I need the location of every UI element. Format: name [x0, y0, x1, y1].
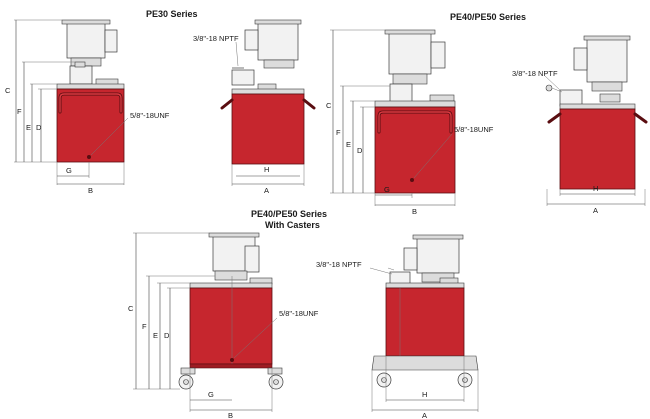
- casters-front-view: PE40/PE50 Series With Casters 5/8"-18UNF…: [128, 209, 327, 419]
- dim-h-pe30: H: [264, 165, 269, 174]
- pe30-front-view: PE30 Series 5/8"-18UNF G B C F: [5, 9, 198, 195]
- title-pe30: PE30 Series: [146, 9, 198, 19]
- reservoir-tank: [559, 108, 636, 190]
- dim-h-casters: H: [422, 390, 427, 399]
- valve-knob: [74, 61, 86, 68]
- valve-block: [69, 65, 93, 85]
- pe40-side-view: 3/8"-18 NPTF H A: [512, 35, 648, 215]
- dim-c-pe30: C: [5, 86, 11, 95]
- top-plate: [56, 83, 125, 90]
- junction-box: [104, 29, 118, 53]
- top-plate: [559, 103, 636, 110]
- dim-a-pe40: A: [593, 206, 598, 215]
- motor: [586, 37, 628, 83]
- dim-g-pe40: G: [384, 185, 390, 194]
- dim-f-casters: F: [142, 322, 147, 331]
- motor: [66, 21, 106, 59]
- valve-manifold: [559, 89, 583, 107]
- caster-cart: [371, 355, 479, 371]
- junction-box: [244, 245, 260, 273]
- dim-g-pe30: G: [66, 166, 72, 175]
- motor: [388, 31, 432, 75]
- dim-f-pe30: F: [17, 107, 22, 116]
- dim-b-casters: B: [228, 411, 233, 419]
- title-pe40-50: PE40/PE50 Series: [450, 12, 526, 22]
- unf-port: [230, 358, 234, 362]
- motor: [416, 236, 460, 274]
- pe30-nptf-callout: 3/8"-18 NPTF: [193, 34, 239, 43]
- top-plate: [231, 88, 305, 95]
- caster-right: [457, 372, 473, 388]
- base-plate: [189, 363, 273, 369]
- junction-box: [573, 47, 588, 71]
- reservoir-tank: [189, 287, 273, 365]
- caster-right: [267, 367, 284, 390]
- dim-h-pe40: H: [593, 184, 598, 193]
- dim-d-casters: D: [164, 331, 170, 340]
- dim-e-pe30: E: [26, 123, 31, 132]
- pe40-front-view: PE40/PE50 Series 5/8"-18UNF G B C F E D: [326, 12, 526, 216]
- motor-cap: [61, 19, 111, 25]
- dim-a-pe30: A: [264, 186, 269, 195]
- dim-e-casters: E: [153, 331, 158, 340]
- dim-b-pe40: B: [412, 207, 417, 216]
- dim-c-casters: C: [128, 304, 134, 313]
- filler-cap: [429, 94, 455, 102]
- pe30-unf-callout: 5/8"-18UNF: [130, 111, 170, 120]
- junction-box: [403, 247, 418, 271]
- title-casters-2: With Casters: [265, 220, 320, 230]
- caster-left: [178, 367, 196, 390]
- dim-d-pe30: D: [36, 123, 42, 132]
- dim-g-casters: G: [208, 390, 214, 399]
- dim-e-pe40: E: [346, 140, 351, 149]
- top-plate: [189, 282, 273, 289]
- reservoir-tank: [231, 93, 305, 165]
- caster-left: [376, 372, 392, 388]
- side-handles: [220, 98, 316, 110]
- casters-nptf-callout: 3/8"-18 NPTF: [316, 260, 362, 269]
- side-handles: [547, 112, 648, 124]
- dim-b-pe30: B: [88, 186, 93, 195]
- casters-unf-callout: 5/8"-18UNF: [279, 309, 319, 318]
- reservoir-tank: [374, 106, 456, 194]
- casters-side-view: 3/8"-18 NPTF H A: [316, 234, 479, 419]
- top-plate: [385, 282, 465, 289]
- dim-f-pe40: F: [336, 128, 341, 137]
- unf-port: [87, 155, 91, 159]
- valve-manifold: [231, 69, 255, 86]
- title-casters-1: PE40/PE50 Series: [251, 209, 327, 219]
- dim-c-pe40: C: [326, 101, 332, 110]
- valve-block: [389, 83, 413, 103]
- dim-d-pe40: D: [357, 146, 363, 155]
- reservoir-tank: [56, 88, 125, 163]
- dim-a-casters: A: [422, 411, 427, 419]
- pe30-side-view: 3/8"-18 NPTF H A: [193, 19, 316, 195]
- motor: [257, 21, 299, 61]
- junction-box: [244, 29, 259, 51]
- pe40-nptf-callout: 3/8"-18 NPTF: [512, 69, 558, 78]
- unf-port: [410, 178, 414, 182]
- reservoir-tank: [385, 287, 465, 357]
- top-plate: [374, 100, 456, 108]
- junction-box: [430, 41, 446, 69]
- pe40-unf-callout: 5/8"-18UNF: [454, 125, 494, 134]
